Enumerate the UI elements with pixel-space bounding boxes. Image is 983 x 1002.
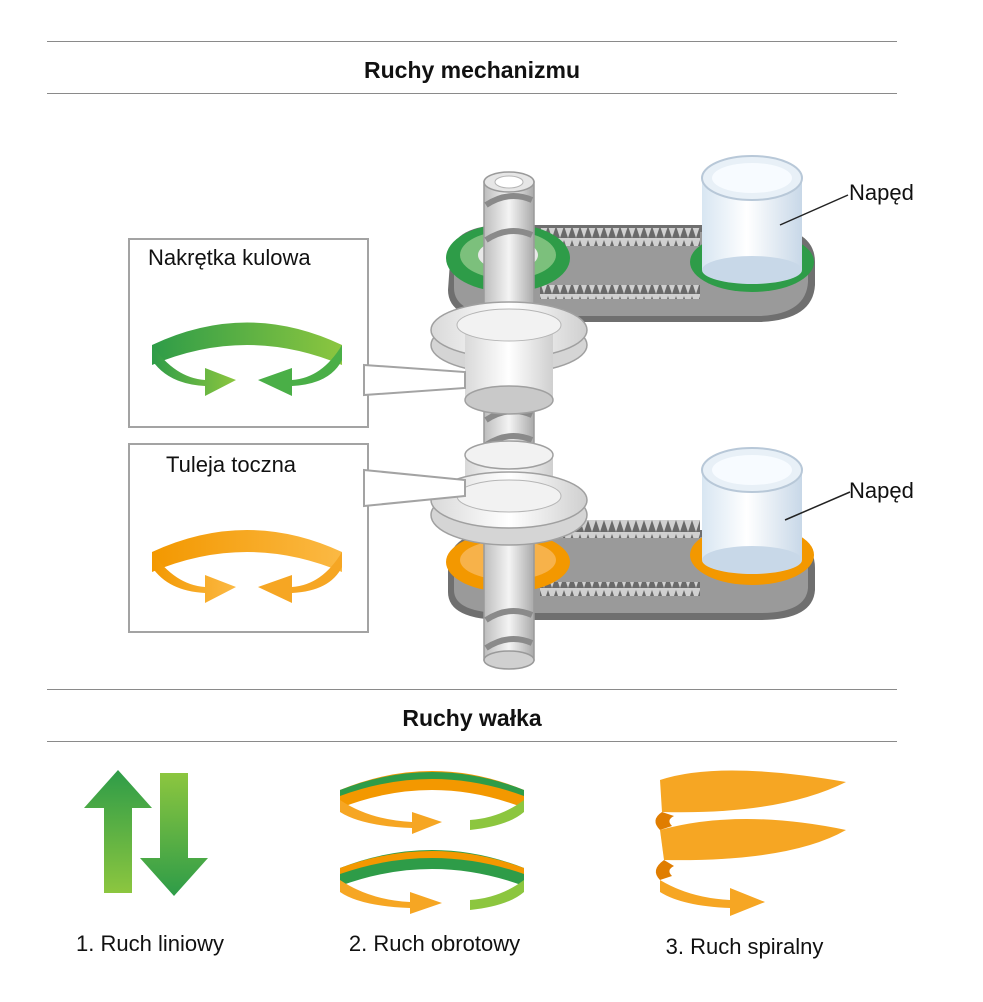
shaft-top-rule <box>47 689 897 690</box>
drive-bottom-label: Napęd <box>849 478 914 503</box>
spiral-motion-icon <box>655 770 846 916</box>
drive-bottom-leader <box>784 491 851 521</box>
ball-nut-label: Nakrętka kulowa <box>148 245 311 270</box>
linear-motion-caption: 1. Ruch liniowy <box>76 931 224 956</box>
green-rotation-arrow <box>152 322 342 396</box>
lower-drive-assembly <box>446 447 815 620</box>
spline-shaft <box>483 171 535 670</box>
rotary-motion-caption: 2. Ruch obrotowy <box>348 931 521 956</box>
orange-rotation-arrow <box>152 530 342 603</box>
rolling-bushing <box>430 440 588 546</box>
linear-motion-icon <box>84 770 208 896</box>
drive-top-leader <box>779 194 849 226</box>
bushing-callout-pointer <box>363 468 466 508</box>
drive-top-label: Napęd <box>849 180 914 205</box>
mechanism-title: Ruchy mechanizmu <box>364 57 580 83</box>
bushing-label: Tuleja toczna <box>166 452 297 477</box>
shaft-title-rule <box>47 741 897 742</box>
shaft-title: Ruchy wałka <box>402 705 542 731</box>
mechanism-title-rule <box>47 93 897 94</box>
rotary-motion-icon <box>340 771 524 914</box>
top-rule <box>47 41 897 42</box>
spiral-motion-caption: 3. Ruch spiralny <box>665 934 824 959</box>
ball-nut <box>430 301 588 415</box>
ball-nut-callout-pointer <box>363 363 466 397</box>
